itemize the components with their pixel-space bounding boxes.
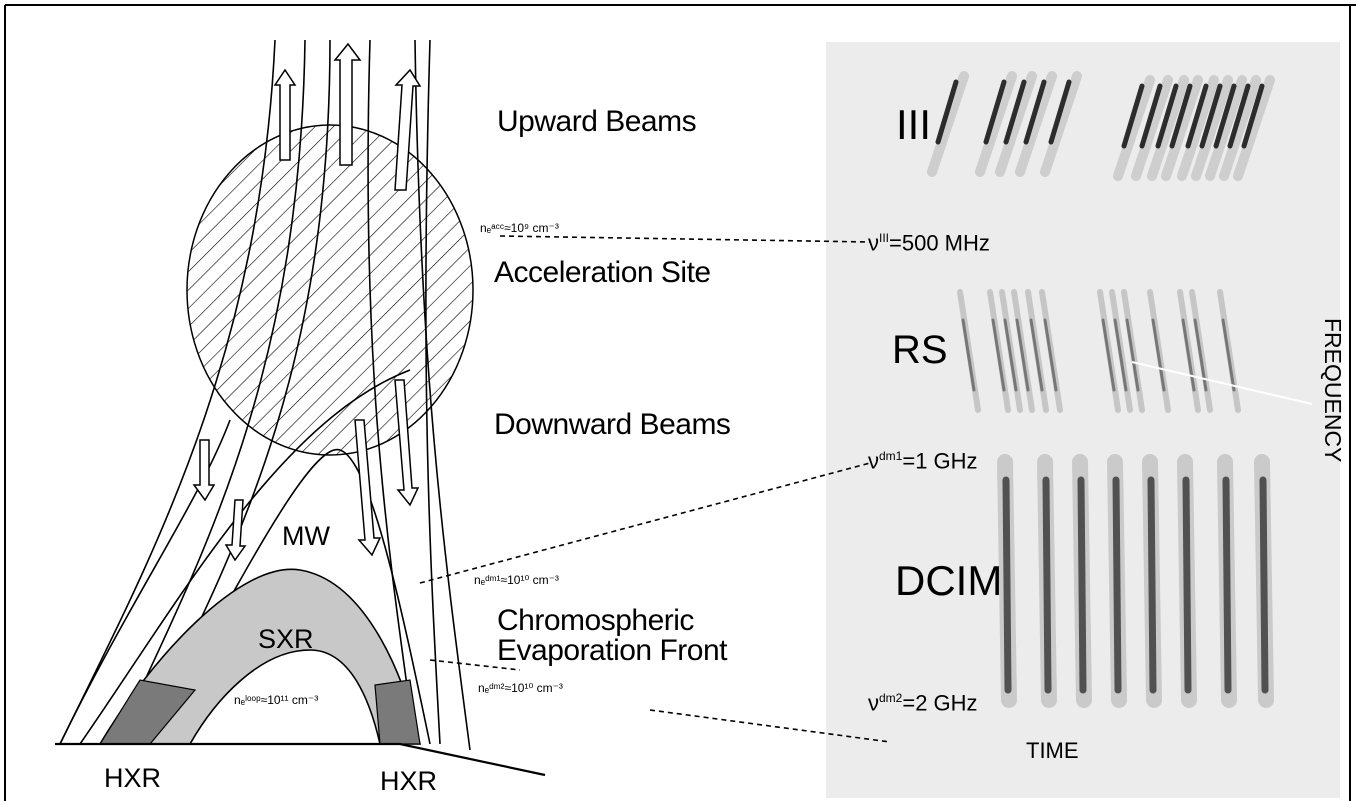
density-dm1: nₑᵈᵐ¹≈10¹⁰ cm⁻³ [474, 574, 559, 586]
label-hxr-right: HXR [380, 768, 437, 795]
label-hxr-left: HXR [104, 765, 161, 792]
density-acc: nₑᵃᶜᶜ≈10⁹ cm⁻³ [480, 222, 559, 234]
label-sxr: SXR [258, 626, 314, 653]
label-evaporation-front: Evaporation Front [497, 636, 727, 666]
label-upward-beams: Upward Beams [497, 107, 696, 137]
dcim-burst [1046, 480, 1048, 690]
density-dm2: nₑᵈᵐ²≈10¹⁰ cm⁻³ [478, 682, 563, 694]
label-rs: RS [892, 330, 948, 370]
dcim-burst [1263, 480, 1265, 690]
freq-iii: νIII=500 MHz [868, 232, 990, 254]
dcim-burst [1081, 480, 1083, 690]
dcim-burst [1186, 480, 1188, 690]
dcim-burst [1006, 480, 1008, 690]
label-downward-beams: Downward Beams [494, 410, 730, 440]
label-chromospheric: Chromospheric [497, 606, 694, 636]
label-type-iii: III [896, 104, 931, 146]
freq-dm1: νdm1=1 GHz [868, 450, 978, 472]
dcim-burst [1151, 480, 1153, 690]
label-acceleration-site: Acceleration Site [494, 258, 711, 288]
axis-time: TIME [1026, 740, 1079, 762]
hxr-footpoint-right [375, 680, 420, 744]
freq-dm2: νdm2=2 GHz [868, 692, 978, 714]
density-loop: nₑˡᵒᵒᵖ≈10¹¹ cm⁻³ [234, 694, 318, 706]
axis-frequency-wrap: FREQUENCY [1344, 318, 1356, 341]
label-mw: MW [282, 523, 330, 550]
axis-frequency: FREQUENCY [1321, 318, 1344, 462]
dcim-burst [1226, 480, 1228, 690]
dcim-burst [1116, 480, 1118, 690]
acceleration-site-region [187, 125, 473, 455]
label-dcim: DCIM [895, 560, 1002, 602]
